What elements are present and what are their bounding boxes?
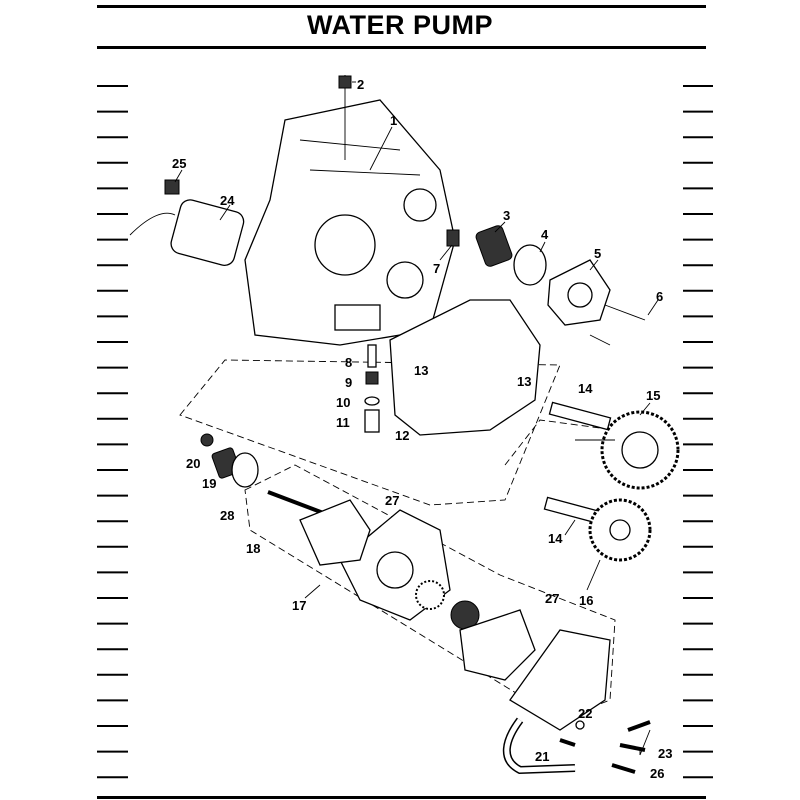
callout: 17: [292, 598, 306, 613]
callout: 25: [172, 156, 186, 171]
callout: 24: [220, 193, 235, 208]
callout: 23: [658, 746, 672, 761]
callout: 7: [433, 261, 440, 276]
callout: 4: [541, 227, 549, 242]
callout: 20: [186, 456, 200, 471]
callout: 9: [345, 375, 352, 390]
callout: 13: [414, 363, 428, 378]
leader-lines: [174, 81, 659, 756]
callout: 22: [578, 706, 592, 721]
o-ring: [513, 244, 547, 286]
pump-group-outline: [244, 464, 616, 721]
page-title: WATER PUMP: [307, 10, 493, 40]
callout: 12: [395, 428, 409, 443]
idle-gear: [475, 225, 513, 267]
callout: 1: [390, 113, 397, 128]
bottom-rule: [97, 796, 706, 799]
callout: 28: [220, 508, 234, 523]
callout: 5: [594, 246, 601, 261]
callout: 15: [646, 388, 660, 403]
assembly-guide-lines: [179, 359, 561, 506]
title-underline: [97, 46, 706, 49]
callout: 16: [579, 593, 593, 608]
starter-motor: [129, 179, 245, 266]
callout: 27: [385, 493, 399, 508]
callout: 6: [656, 289, 663, 304]
margin-marks: [97, 85, 713, 779]
pump-cover: [509, 629, 611, 731]
callout: 14: [578, 381, 593, 396]
gear-guide-line: [504, 419, 616, 466]
callout: 21: [535, 749, 549, 764]
callout: 19: [202, 476, 216, 491]
callout: 11: [336, 415, 350, 430]
callout: 26: [650, 766, 664, 781]
callout: 8: [345, 355, 352, 370]
callout: 13: [517, 374, 531, 389]
callout: 2: [357, 77, 364, 92]
crankcase: [244, 99, 456, 346]
callout: 18: [246, 541, 260, 556]
callout: 27: [545, 591, 559, 606]
gasket-27: [299, 499, 371, 566]
callout-labels: 1 2 3 4 5 6 7 8 9 10 11 12 13 13 14 15 1…: [172, 77, 672, 781]
callout: 3: [503, 208, 510, 223]
callout: 14: [548, 531, 563, 546]
cover-gasket: [389, 299, 541, 436]
top-rule: [97, 5, 706, 8]
callout: 10: [336, 395, 350, 410]
